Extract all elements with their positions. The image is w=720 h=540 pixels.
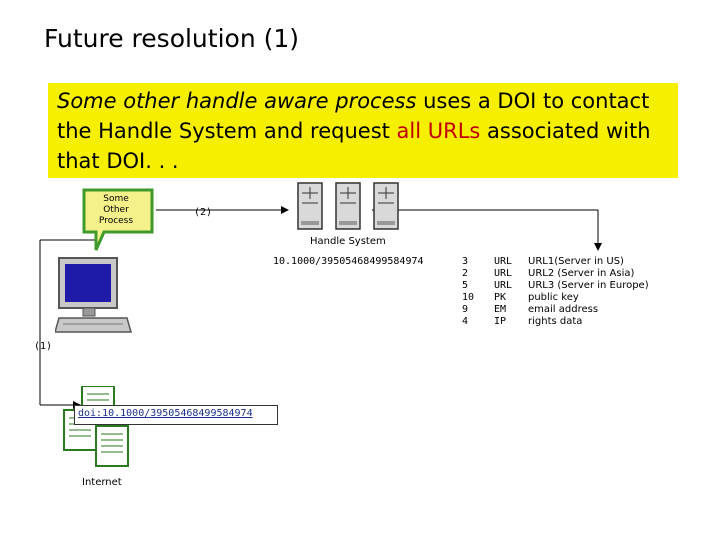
internet-label: Internet — [82, 477, 122, 488]
callout-italic: Some other handle aware process — [57, 89, 417, 113]
table-type: URL — [494, 280, 513, 291]
table-index: 3 — [462, 256, 469, 267]
table-value-column: URL1(Server in US) URL2 (Server in Asia)… — [528, 256, 649, 328]
table-type: PK — [494, 292, 507, 303]
table-value: email address — [528, 304, 599, 315]
process-label-line1: Some — [103, 194, 129, 204]
table-type: URL — [494, 268, 513, 279]
table-value: rights data — [528, 316, 583, 327]
callout-part4: associated with that DOI. . . — [57, 119, 651, 173]
table-index: 4 — [462, 316, 469, 327]
slide-title: Future resolution (1) — [44, 24, 300, 53]
step-2-label: (2) — [194, 207, 213, 218]
server-icon — [297, 182, 399, 230]
callout-highlight: all URLs — [396, 119, 481, 143]
table-index: 5 — [462, 280, 469, 291]
table-value: URL2 (Server in Asia) — [528, 268, 635, 279]
table-value: URL3 (Server in Europe) — [528, 280, 649, 291]
document-stack-icon — [63, 386, 129, 467]
doi-link[interactable]: doi:10.1000/39505468499584974 — [78, 408, 253, 419]
table-index: 2 — [462, 268, 469, 279]
callout-box — [48, 83, 678, 178]
table-type: EM — [494, 304, 507, 315]
process-label-line3: Process — [98, 216, 134, 226]
table-index: 10 — [462, 292, 475, 303]
table-index: 9 — [462, 304, 469, 315]
callout-text: Some other handle aware process uses a D… — [57, 86, 677, 176]
table-type: IP — [494, 316, 507, 327]
process-label: Some Other Process — [86, 194, 146, 227]
speech-bubble-icon — [82, 188, 154, 251]
table-value: public key — [528, 292, 579, 303]
table-type-column: URL URL URL PK EM IP — [494, 256, 512, 328]
table-index-column: 3 2 5 10 9 4 — [462, 256, 474, 328]
doi-link-box — [74, 405, 278, 425]
process-label-line2: Other — [103, 205, 129, 215]
table-type: URL — [494, 256, 513, 267]
table-value: URL1(Server in US) — [528, 256, 624, 267]
step-1-label: (1) — [34, 341, 53, 352]
handle-system-label: Handle System — [310, 236, 386, 247]
callout-part2: uses a DOI to contact the Handle System … — [57, 89, 650, 143]
handle-value: 10.1000/39505468499584974 — [273, 256, 424, 267]
computer-icon — [55, 257, 132, 333]
